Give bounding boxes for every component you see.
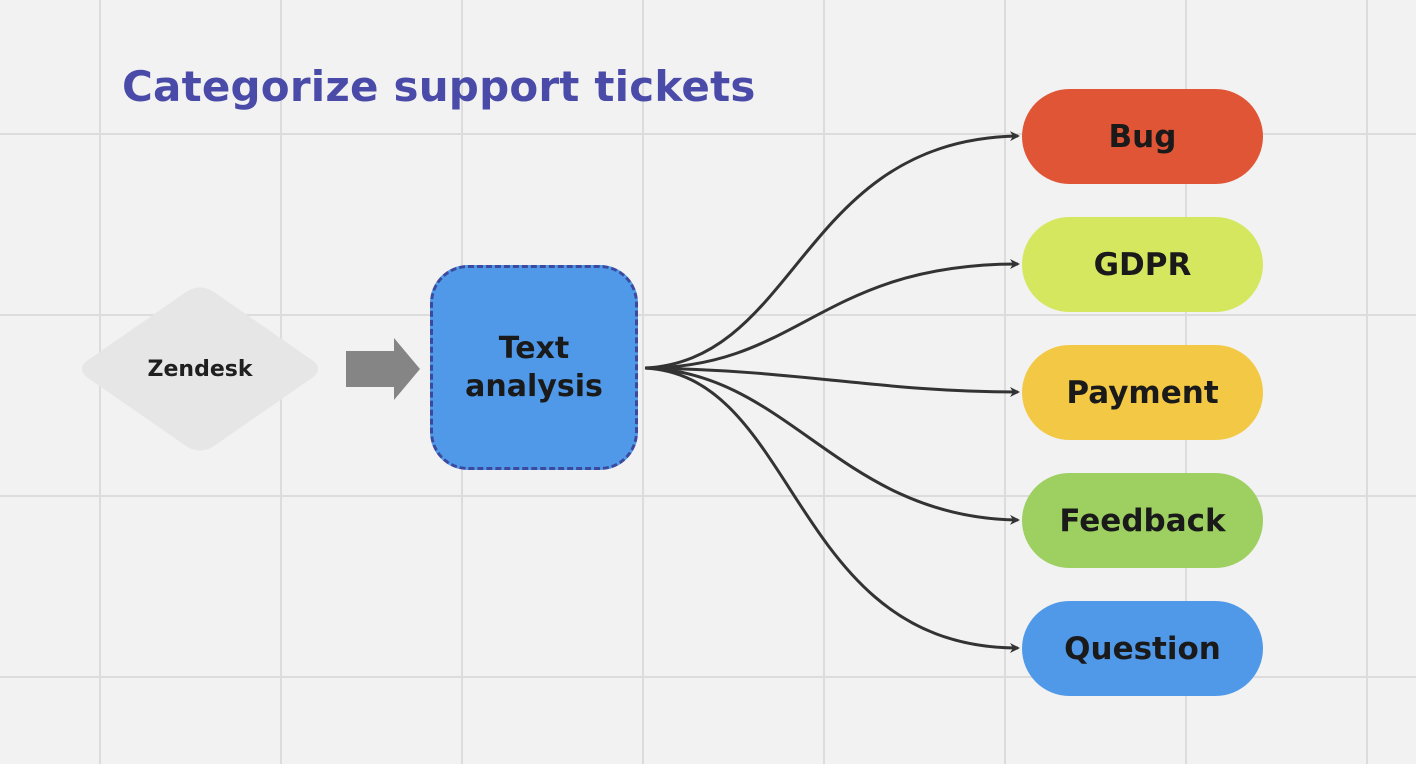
category-question[interactable]: Question (1022, 601, 1263, 696)
category-feedback[interactable]: Feedback (1022, 473, 1263, 568)
text-analysis-node[interactable]: Text analysis (430, 265, 638, 470)
right-arrow-icon[interactable] (344, 337, 422, 401)
connector-to-bug[interactable] (644, 131, 1020, 370)
zendesk-diamond-shape[interactable] (78, 287, 322, 451)
connector-to-question[interactable] (644, 366, 1020, 653)
connector-to-gdpr[interactable] (644, 259, 1020, 370)
zendesk-label: Zendesk (147, 356, 253, 382)
category-bug[interactable]: Bug (1022, 89, 1263, 184)
connector-to-feedback[interactable] (644, 366, 1020, 525)
connector-to-payment[interactable] (644, 366, 1020, 397)
category-gdpr[interactable]: GDPR (1022, 217, 1263, 312)
board-title[interactable]: Categorize support tickets (122, 62, 756, 111)
text-analysis-label: Text analysis (465, 331, 603, 404)
category-payment[interactable]: Payment (1022, 345, 1263, 440)
